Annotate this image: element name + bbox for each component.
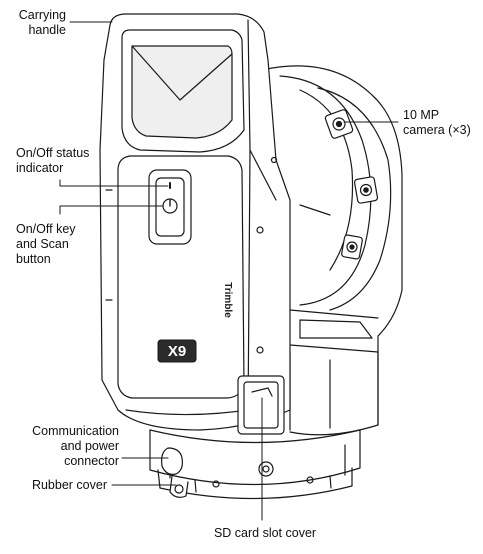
callout-onoff-status: On/Off status indicator [16,146,90,175]
onoff-key [148,169,192,245]
brand-label: Trimble [222,282,233,318]
callout-rubber-cover: Rubber cover [31,478,107,492]
sd-card-slot-cover [237,375,285,435]
scanner-body [99,13,291,431]
callout-communication: Communication and power connector [32,424,119,468]
callout-carrying-handle: Carrying handle [18,8,66,37]
leader-onoff-status [59,179,169,187]
camera-lens [324,109,354,139]
camera-lens [353,176,379,204]
callout-onoff-key: On/Off key and Scan button [16,222,76,266]
camera-lens [341,234,363,260]
rubber-cover [161,447,189,498]
model-text: X9 [168,343,186,360]
callout-sd-card: SD card slot cover [213,526,317,540]
model-label: X9 [157,339,197,363]
callout-camera: 10 MP camera (×3) [403,108,471,137]
leader-lines [59,21,399,521]
leader-onoff-key [59,205,164,215]
rotating-head [261,65,403,436]
